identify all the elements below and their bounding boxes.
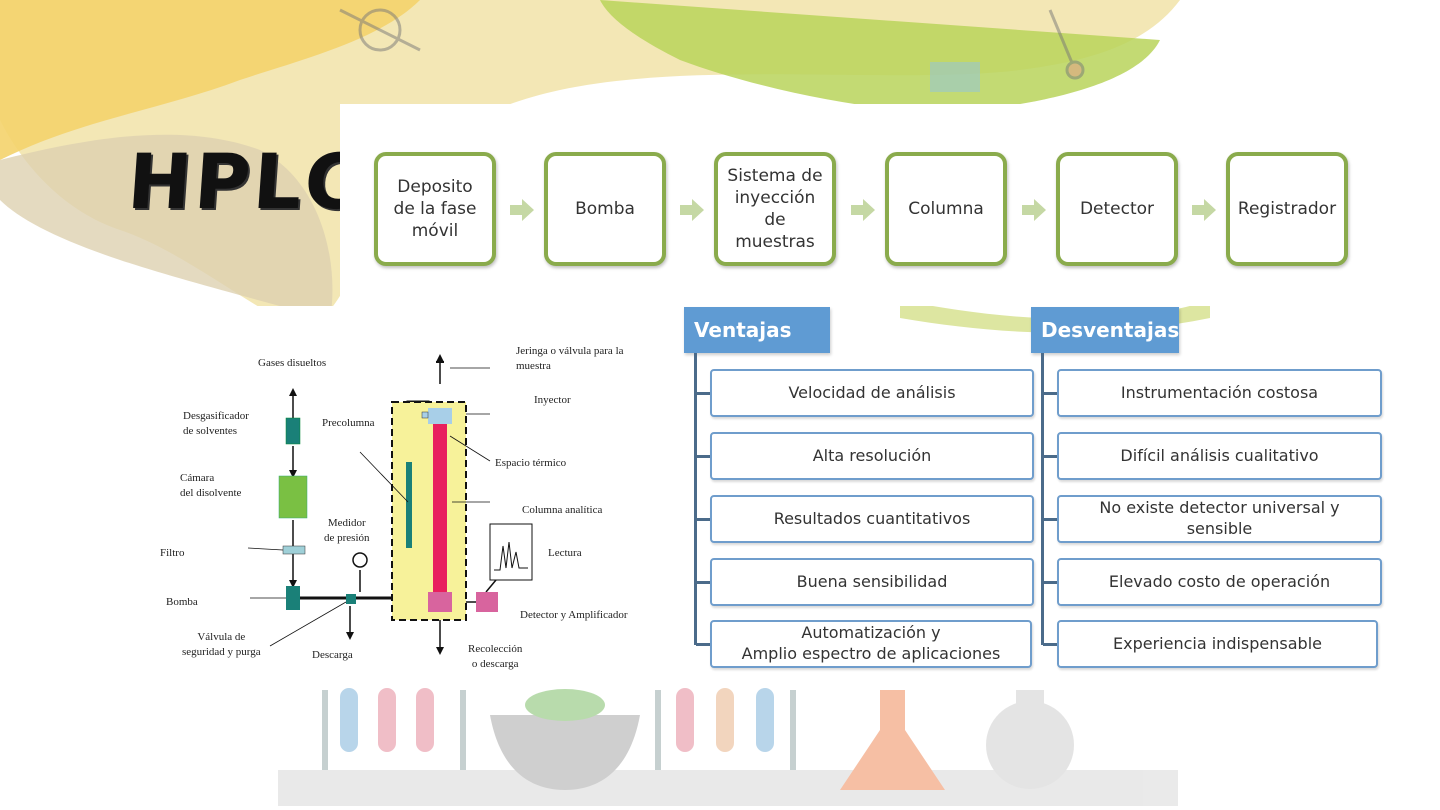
label-lectura: Lectura <box>548 547 582 559</box>
connector-tick <box>1043 643 1057 646</box>
connector-tick <box>696 392 710 395</box>
connector-tick <box>1043 581 1057 584</box>
flow-step-detector: Detector <box>1056 152 1178 266</box>
lab-glassware-illustration <box>278 688 1178 806</box>
pump-block <box>286 586 300 610</box>
flow-step-bomba: Bomba <box>544 152 666 266</box>
label-detector: Detector y Amplificador <box>520 609 628 621</box>
filter-block <box>282 545 306 555</box>
label-espacio: Espacio térmico <box>495 457 567 469</box>
ventaja-item: Automatización y Amplio espectro de apli… <box>710 620 1032 668</box>
connector-tick <box>696 643 710 646</box>
ventajas-header: Ventajas <box>684 307 830 353</box>
paint-swoosh-beige <box>0 134 333 320</box>
arrow-right-icon <box>510 199 534 221</box>
desventajas-connector <box>1041 353 1044 645</box>
label-camara: Cámara del disolvente <box>180 472 242 499</box>
connector-tick <box>696 581 710 584</box>
connector-tick <box>696 518 710 521</box>
ventajas-connector <box>694 353 697 645</box>
desventaja-item: Difícil análisis cualitativo <box>1057 432 1382 480</box>
label-desgasificador: Desgasificador de solventes <box>183 410 249 437</box>
schematic-drawing <box>247 354 533 655</box>
label-filtro: Filtro <box>160 547 185 559</box>
label-inyector: Inyector <box>534 394 571 406</box>
paint-swoosh-green <box>600 0 1160 112</box>
paint-swoosh-yellow <box>0 0 420 160</box>
amplifier-block <box>476 592 498 612</box>
label-descarga: Descarga <box>312 649 353 661</box>
ventaja-item: Alta resolución <box>710 432 1034 480</box>
flow-step-deposito: Deposito de la fase móvil <box>374 152 496 266</box>
injector-block <box>428 408 452 424</box>
precolumn-block <box>406 462 412 548</box>
label-medidor: Medidor de presión <box>324 517 370 544</box>
flow-step-inyeccion: Sistema de inyección de muestras <box>714 152 836 266</box>
ventaja-item: Velocidad de análisis <box>710 369 1034 417</box>
desventajas-header: Desventajas <box>1031 307 1179 353</box>
ventaja-item: Resultados cuantitativos <box>710 495 1034 543</box>
connector-tick <box>1043 455 1057 458</box>
arrow-right-icon <box>680 199 704 221</box>
degasser-block <box>285 417 301 445</box>
chromatogram-display <box>489 523 533 581</box>
arrow-right-icon <box>1022 199 1046 221</box>
flow-step-columna: Columna <box>885 152 1007 266</box>
thermal-space <box>391 401 467 621</box>
detector-block <box>428 592 452 612</box>
desventaja-item: Elevado costo de operación <box>1057 558 1382 606</box>
desventaja-item: Instrumentación costosa <box>1057 369 1382 417</box>
arrow-right-icon <box>1192 199 1216 221</box>
page-title: HPLC <box>124 137 367 226</box>
hplc-flow-diagram: Deposito de la fase móvil Bomba Sistema … <box>340 104 1372 306</box>
connector-tick <box>1043 392 1057 395</box>
label-bomba: Bomba <box>166 596 198 608</box>
solvent-chamber-block <box>278 475 308 519</box>
connector-tick <box>1043 518 1057 521</box>
analytical-column-block <box>433 424 447 592</box>
label-recoleccion: Recolección o descarga <box>468 643 523 670</box>
flow-step-registrador: Registrador <box>1226 152 1348 266</box>
label-precolumna: Precolumna <box>322 417 375 429</box>
label-gases: Gases disueltos <box>258 357 327 369</box>
desventaja-item: Experiencia indispensable <box>1057 620 1378 668</box>
label-jeringa: Jeringa o válvula para la muestra <box>516 345 624 372</box>
ventaja-item: Buena sensibilidad <box>710 558 1034 606</box>
label-columna: Columna analítica <box>522 504 603 516</box>
arrow-right-icon <box>851 199 875 221</box>
desventaja-item: No existe detector universal y sensible <box>1057 495 1382 543</box>
label-valvula: Válvula de seguridad y purga <box>182 631 261 658</box>
pressure-gauge-icon <box>352 552 368 568</box>
hplc-schematic: Gases disueltos Desgasificador de solven… <box>150 306 660 684</box>
purge-valve-block <box>346 594 356 604</box>
connector-tick <box>696 455 710 458</box>
